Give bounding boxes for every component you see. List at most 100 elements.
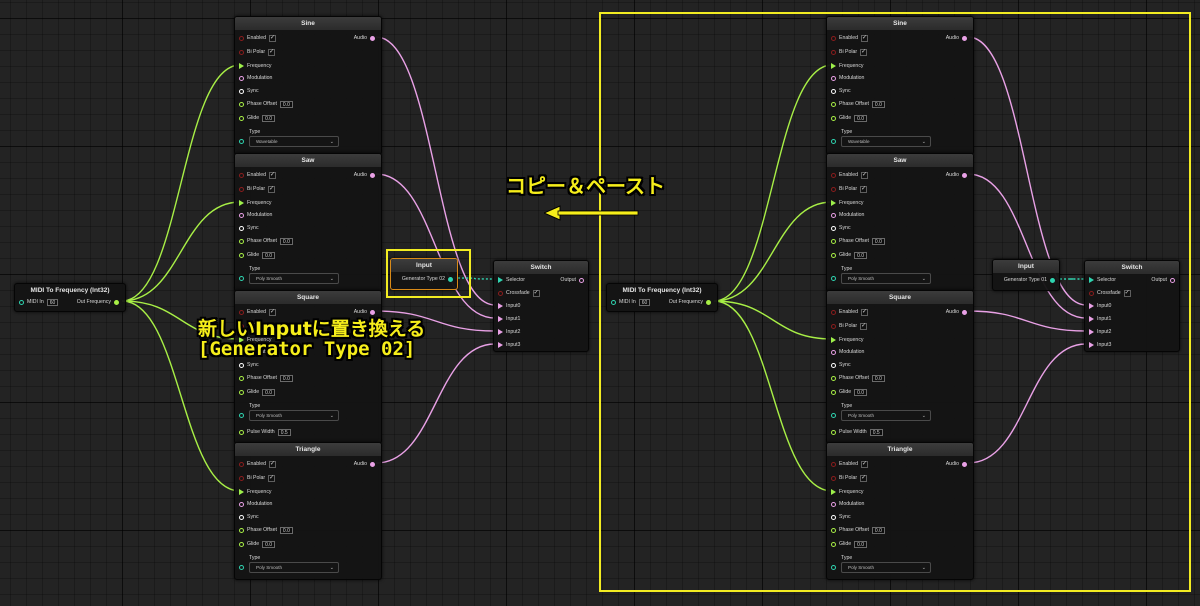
modulation-pin[interactable] <box>831 212 836 218</box>
phase-offset-field[interactable]: 0.0 <box>871 374 885 382</box>
out-frequency-pin[interactable] <box>114 299 119 305</box>
input-output-pin[interactable] <box>1050 277 1055 283</box>
enabled-pin[interactable] <box>239 35 244 41</box>
phase-offset-pin[interactable] <box>239 527 244 533</box>
type-pin[interactable] <box>239 413 244 418</box>
saw-frequency-wire[interactable] <box>121 201 241 302</box>
enabled-checkbox[interactable]: ✓ <box>269 34 277 42</box>
square-audio-wire[interactable] <box>375 310 496 332</box>
frequency-pin[interactable] <box>831 489 836 495</box>
pulse-width-field[interactable]: 0.5 <box>869 428 883 436</box>
input1-pin[interactable] <box>1089 316 1094 322</box>
phase-offset-field[interactable]: 0.0 <box>871 237 885 245</box>
enabled-checkbox[interactable]: ✓ <box>861 34 869 42</box>
enabled-pin[interactable] <box>239 309 244 315</box>
audio-output-pin[interactable] <box>962 35 967 41</box>
phase-offset-field[interactable]: 0.0 <box>279 526 293 534</box>
input3-pin[interactable] <box>1089 342 1094 348</box>
type-dropdown[interactable]: Poly Smooth⌄ <box>841 410 931 421</box>
bipolar-pin[interactable] <box>831 323 836 329</box>
glide-pin[interactable] <box>239 541 244 547</box>
bipolar-checkbox[interactable]: ✓ <box>860 474 868 482</box>
type-dropdown[interactable]: Wavetable⌄ <box>841 136 931 147</box>
selector-pin[interactable] <box>1089 277 1094 283</box>
bipolar-pin[interactable] <box>239 323 244 329</box>
phase-offset-field[interactable]: 0.0 <box>871 526 885 534</box>
input2-pin[interactable] <box>1089 329 1094 335</box>
glide-field[interactable]: 0.0 <box>262 540 276 548</box>
frequency-pin[interactable] <box>239 489 244 495</box>
sine-audio-wire[interactable] <box>375 36 496 306</box>
enabled-checkbox[interactable]: ✓ <box>861 460 869 468</box>
input2-pin[interactable] <box>498 329 503 335</box>
audio-output-pin[interactable] <box>370 172 375 178</box>
frequency-pin[interactable] <box>239 337 244 343</box>
glide-pin[interactable] <box>239 252 244 258</box>
frequency-pin[interactable] <box>239 200 244 206</box>
pulse-width-pin[interactable] <box>831 429 836 435</box>
audio-output-pin[interactable] <box>370 309 375 315</box>
enabled-pin[interactable] <box>831 461 836 467</box>
triangle-audio-wire[interactable] <box>375 343 496 464</box>
glide-field[interactable]: 0.0 <box>262 114 276 122</box>
input-output-pin[interactable] <box>448 276 453 282</box>
type-dropdown[interactable]: Wavetable⌄ <box>249 136 339 147</box>
midi-in-pin[interactable] <box>611 299 616 305</box>
glide-field[interactable]: 0.0 <box>854 540 868 548</box>
glide-pin[interactable] <box>831 115 836 121</box>
glide-field[interactable]: 0.0 <box>262 388 276 396</box>
sync-pin[interactable] <box>239 225 244 231</box>
type-pin[interactable] <box>239 276 244 281</box>
audio-output-pin[interactable] <box>962 309 967 315</box>
midi-in-pin[interactable] <box>19 299 24 305</box>
enabled-checkbox[interactable]: ✓ <box>269 460 277 468</box>
modulation-pin[interactable] <box>831 349 836 355</box>
crossfade-checkbox[interactable]: ✓ <box>532 289 540 297</box>
bipolar-pin[interactable] <box>239 475 244 481</box>
glide-pin[interactable] <box>831 389 836 395</box>
type-dropdown[interactable]: Poly Smooth⌄ <box>249 410 339 421</box>
glide-pin[interactable] <box>239 389 244 395</box>
bipolar-pin[interactable] <box>831 49 836 55</box>
saw-audio-wire[interactable] <box>967 173 1087 319</box>
frequency-pin[interactable] <box>831 337 836 343</box>
type-pin[interactable] <box>239 139 244 144</box>
triangle-audio-wire[interactable] <box>967 343 1087 464</box>
phase-offset-field[interactable]: 0.0 <box>279 374 293 382</box>
crossfade-pin[interactable] <box>498 290 503 296</box>
bipolar-pin[interactable] <box>831 186 836 192</box>
sync-pin[interactable] <box>831 88 836 94</box>
enabled-checkbox[interactable]: ✓ <box>861 308 869 316</box>
type-pin[interactable] <box>239 565 244 570</box>
modulation-pin[interactable] <box>239 349 244 355</box>
switch-output-pin[interactable] <box>1170 277 1175 283</box>
bipolar-checkbox[interactable]: ✓ <box>268 322 276 330</box>
frequency-pin[interactable] <box>831 63 836 69</box>
enabled-pin[interactable] <box>831 172 836 178</box>
sync-pin[interactable] <box>831 514 836 520</box>
audio-output-pin[interactable] <box>370 35 375 41</box>
phase-offset-pin[interactable] <box>239 238 244 244</box>
glide-field[interactable]: 0.0 <box>854 251 868 259</box>
glide-field[interactable]: 0.0 <box>854 114 868 122</box>
audio-output-pin[interactable] <box>370 461 375 467</box>
glide-field[interactable]: 0.0 <box>854 388 868 396</box>
phase-offset-pin[interactable] <box>239 101 244 107</box>
enabled-checkbox[interactable]: ✓ <box>269 308 277 316</box>
type-pin[interactable] <box>831 565 836 570</box>
bipolar-checkbox[interactable]: ✓ <box>860 322 868 330</box>
enabled-checkbox[interactable]: ✓ <box>861 171 869 179</box>
enabled-checkbox[interactable]: ✓ <box>269 171 277 179</box>
sine-frequency-wire[interactable] <box>121 64 241 302</box>
enabled-pin[interactable] <box>831 309 836 315</box>
type-dropdown[interactable]: Poly Smooth⌄ <box>249 273 339 284</box>
crossfade-checkbox[interactable]: ✓ <box>1123 289 1131 297</box>
